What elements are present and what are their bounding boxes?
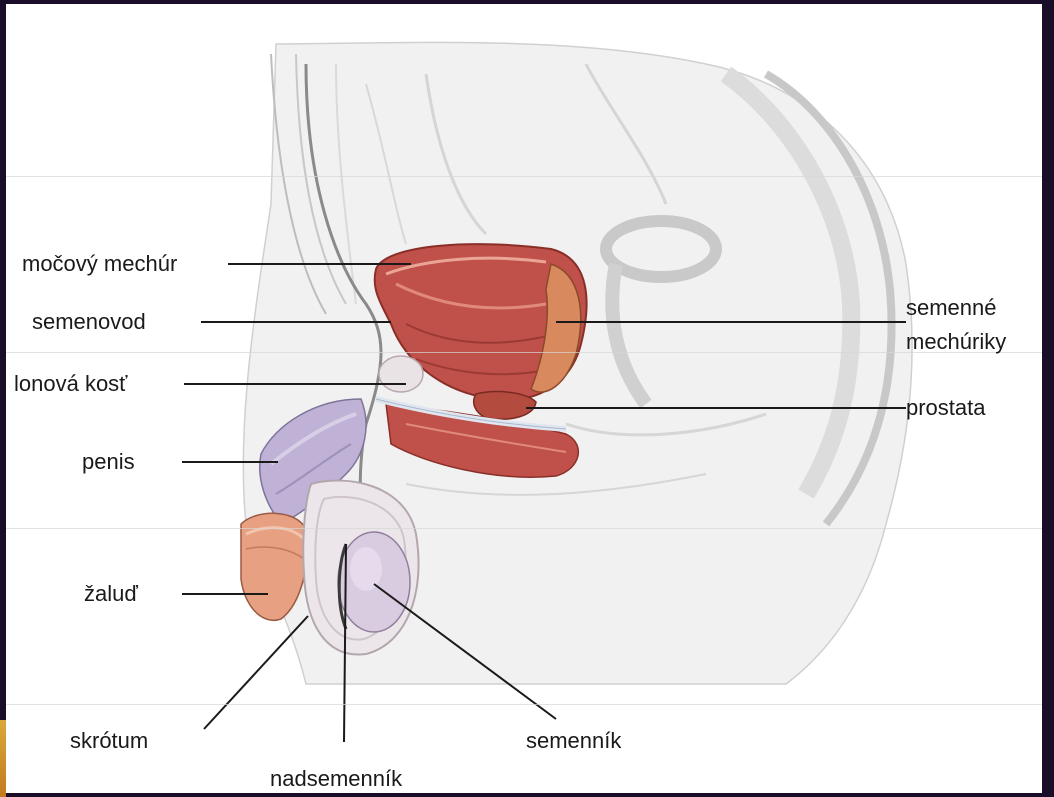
pubic-bone [379, 356, 423, 392]
label-epididymis: nadsemenník [270, 767, 402, 791]
label-penis: penis [82, 450, 135, 474]
band-line [6, 704, 1042, 705]
band-line [6, 176, 1042, 177]
anatomy-illustration [6, 4, 1042, 793]
label-prostate: prostata [906, 396, 986, 420]
band-line [6, 352, 1042, 353]
label-scrotum: skrótum [70, 729, 148, 753]
label-testis: semenník [526, 729, 621, 753]
label-vas-deferens: semenovod [32, 310, 146, 334]
corner-stripe [0, 720, 6, 797]
label-glans: žaluď [84, 582, 138, 606]
diagram-frame: močový mechúr semenovod lonová kosť peni… [6, 4, 1042, 793]
label-seminal-vesicles-line2: mechúriky [906, 330, 1006, 354]
label-pubic-bone: lonová kosť [14, 372, 127, 396]
label-bladder: močový mechúr [22, 252, 177, 276]
label-seminal-vesicles-line1: semenné [906, 296, 997, 320]
band-line [6, 528, 1042, 529]
